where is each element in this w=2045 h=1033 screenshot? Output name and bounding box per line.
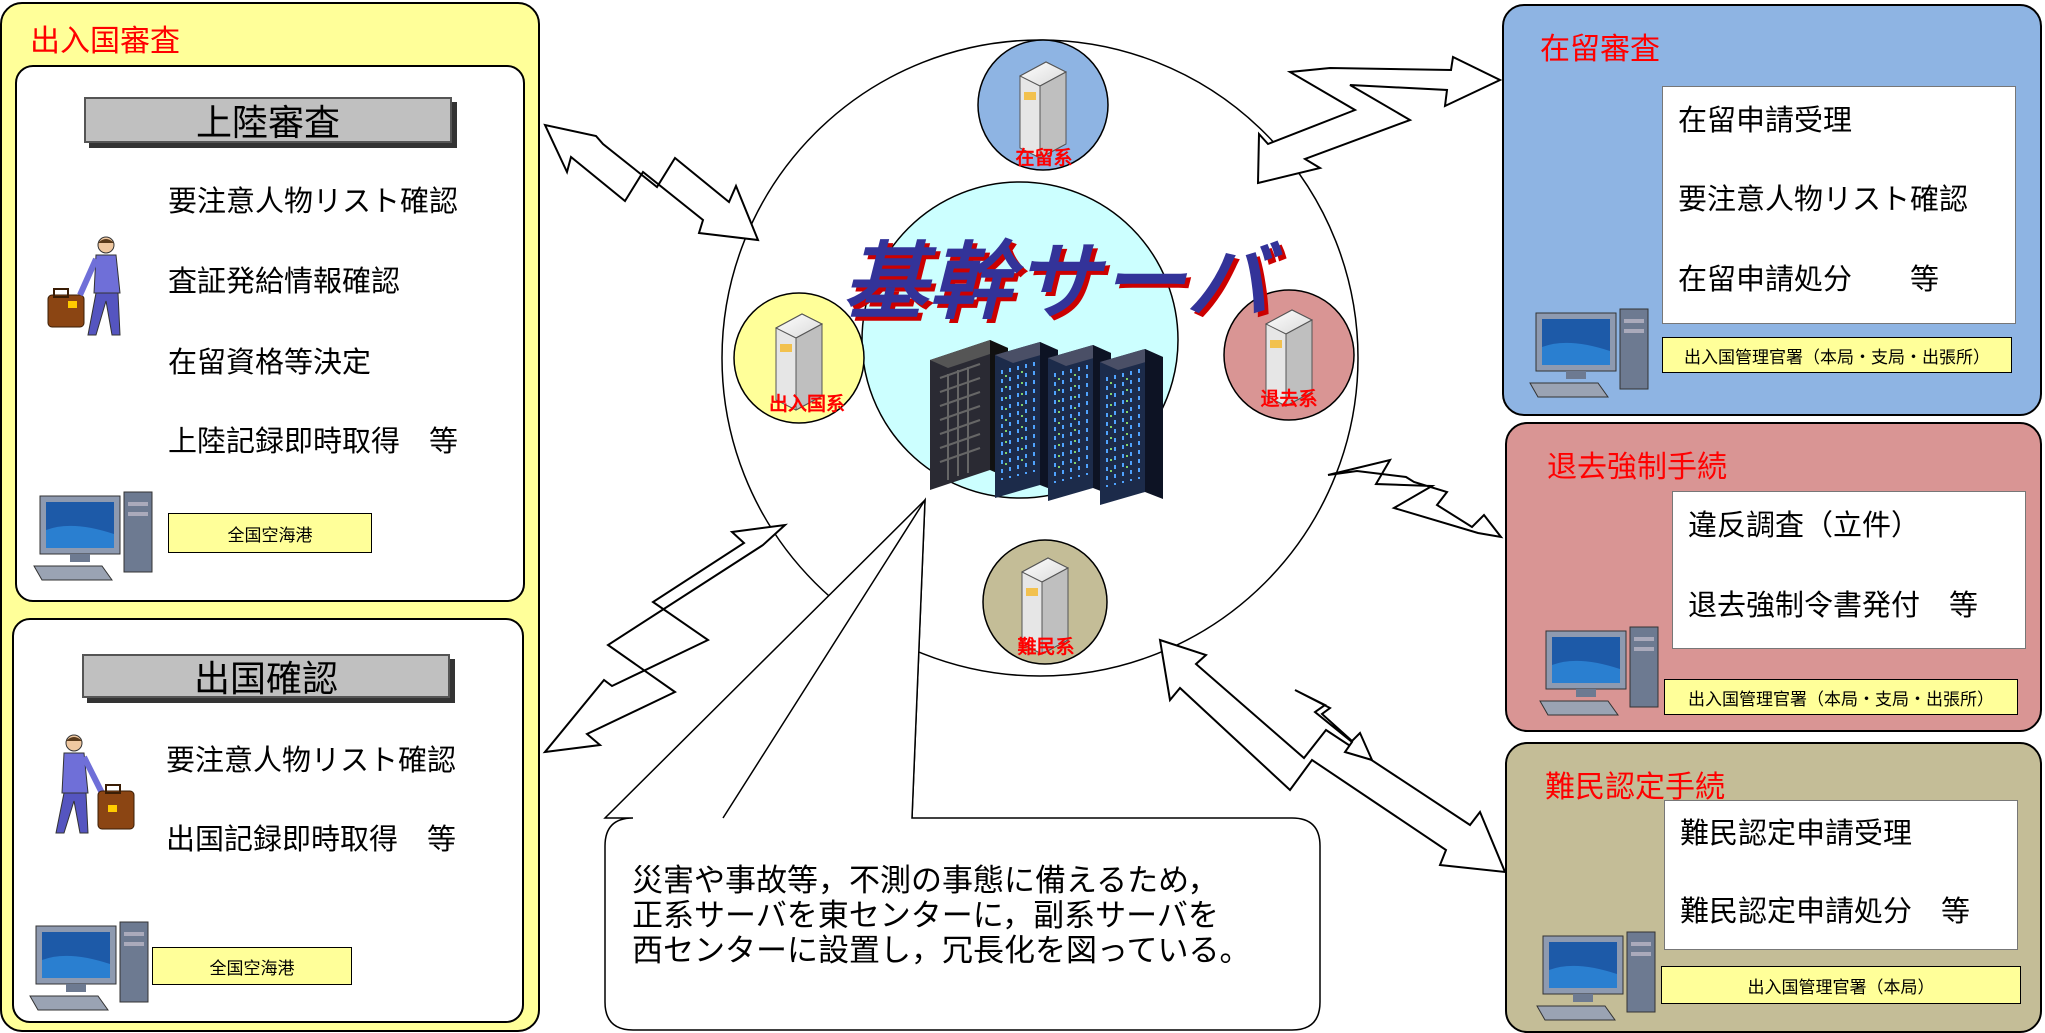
- deportation-procedure-title: 退去強制手続: [1547, 450, 1727, 485]
- traveler-icon: [55, 734, 135, 834]
- subsystem-residence-label: 在留系: [1015, 147, 1073, 169]
- deportation-item: 退去強制令書発付 等: [1688, 588, 1979, 622]
- redundancy-note: 災害や事故等，不測の事態に備えるため， 正系サーバを東センターに，副系サーバを …: [632, 863, 1251, 970]
- landing-item: 在留資格等決定: [168, 345, 372, 379]
- server-icon: [1020, 557, 1070, 655]
- note-callout-shape: [603, 498, 1321, 1031]
- deportation-items-box: [1672, 491, 2026, 649]
- refugee-items-box: [1664, 800, 2018, 950]
- subsystem-immigration-label: 出入国系: [768, 393, 845, 415]
- subsystem-refugee-label: 難民系: [1017, 636, 1075, 658]
- server-icon: [1018, 61, 1068, 159]
- link-arrow-deportation: [1327, 458, 1504, 539]
- refugee-recognition-title: 難民認定手続: [1545, 770, 1725, 805]
- deportation-item: 違反調査（立件）: [1688, 508, 1921, 542]
- server-icon: [774, 313, 824, 411]
- computer-icon: [1539, 626, 1659, 716]
- residence-item: 要注意人物リスト確認: [1678, 182, 1969, 216]
- residence-item: 在留申請処分 等: [1678, 262, 1940, 296]
- departure-confirmation-heading: 出国確認: [82, 654, 450, 700]
- traveler-icon: [47, 236, 121, 336]
- landing-location-badge: 全国空海港: [168, 513, 372, 553]
- deportation-location-badge: 出入国管理官署（本局・支局・出張所）: [1664, 679, 2018, 715]
- departure-location-badge: 全国空海港: [152, 947, 352, 985]
- landing-inspection-heading: 上陸審査: [84, 97, 452, 144]
- link-arrow-residence: [1256, 55, 1503, 185]
- link-arrow-landing: [543, 123, 760, 242]
- refugee-item: 難民認定申請受理: [1680, 816, 1913, 850]
- refugee-item: 難民認定申請処分 等: [1680, 894, 1971, 928]
- link-arrow-departure: [542, 523, 789, 754]
- residence-items-box: [1662, 86, 2016, 324]
- landing-item: 要注意人物リスト確認: [168, 184, 459, 218]
- core-server-title: 基幹サーバ: [843, 233, 1273, 331]
- subsystem-deportation-label: 退去系: [1260, 388, 1318, 410]
- computer-icon: [1529, 308, 1649, 398]
- computer-icon: [33, 491, 153, 581]
- computer-icon: [1536, 931, 1656, 1021]
- immigration-inspection-title: 出入国審査: [30, 24, 180, 59]
- computer-icon: [29, 921, 149, 1011]
- departure-item: 要注意人物リスト確認: [166, 743, 457, 777]
- departure-item: 出国記録即時取得 等: [166, 822, 457, 856]
- landing-item: 査証発給情報確認: [168, 264, 401, 298]
- server-rack-icon: [930, 340, 1163, 505]
- refugee-location-badge: 出入国管理官署（本局）: [1661, 966, 2021, 1004]
- residence-item: 在留申請受理: [1678, 103, 1853, 137]
- residence-location-badge: 出入国管理官署（本局・支局・出張所）: [1662, 337, 2012, 373]
- landing-item: 上陸記録即時取得 等: [168, 424, 459, 458]
- residence-review-title: 在留審査: [1540, 32, 1660, 67]
- link-arrow-refugee-2: [1294, 689, 1374, 762]
- server-icon: [1264, 309, 1314, 407]
